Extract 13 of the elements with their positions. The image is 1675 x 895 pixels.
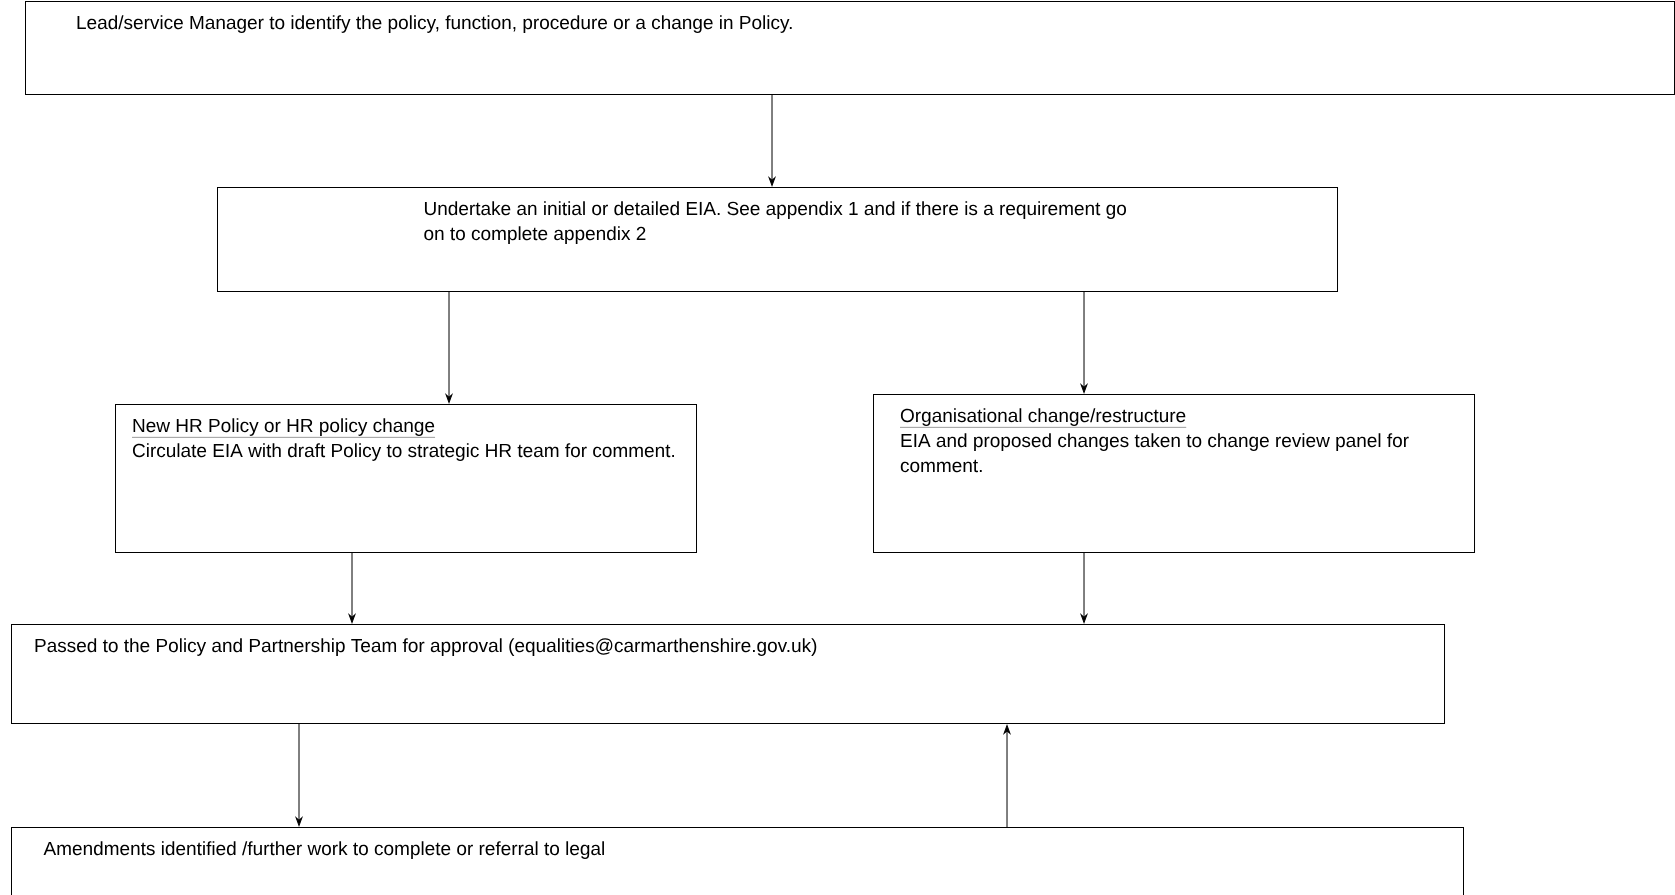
- process-box: Passed to the Policy and Partnership Team for approval (equalities@carmarthenshire.gov.uk): [11, 624, 1445, 724]
- process-box: Amendments identified /further work to complete or referral to legal: [11, 827, 1464, 895]
- arrow: [768, 94, 776, 187]
- process-box: Undertake an initial or detailed EIA. See appendix 1 and if there is a requirement go on to complete appendix 2: [217, 187, 1338, 292]
- arrow: [445, 291, 453, 404]
- process-box: New HR Policy or HR policy change Circulate EIA with draft Policy to strategic HR team for comment.: [115, 404, 697, 553]
- arrow: [1003, 724, 1011, 828]
- arrow: [1080, 291, 1088, 394]
- arrow: [348, 552, 356, 624]
- arrow: [1080, 552, 1088, 624]
- process-box: Organisational change/restructure EIA and proposed changes taken to change review panel for comment.: [873, 394, 1475, 553]
- process-box: Lead/service Manager to identify the policy, function, procedure or a change in Policy.: [25, 1, 1675, 95]
- arrow: [295, 723, 303, 827]
